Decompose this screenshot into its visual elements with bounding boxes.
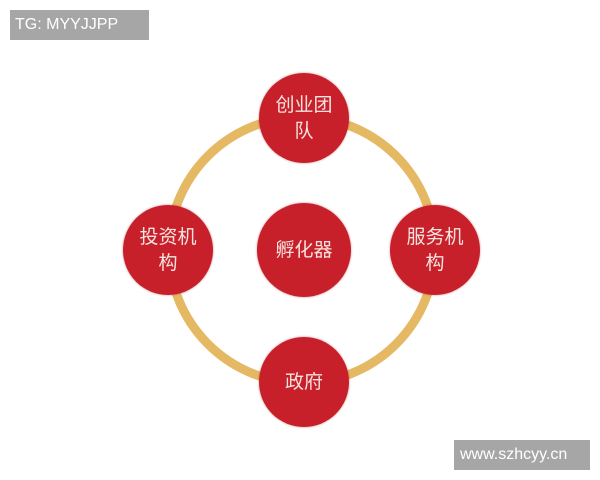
node-bottom: 政府 [259,337,349,427]
node-right-label: 服务机构 [406,226,464,274]
watermark-top-left: TG: MYYJJPP [10,10,149,40]
node-center: 孵化器 [257,203,351,297]
node-right: 服务机构 [390,205,480,295]
node-center-label: 孵化器 [275,239,333,261]
node-left-label: 投资机构 [139,226,197,274]
node-left: 投资机构 [123,205,213,295]
node-top: 创业团队 [259,73,349,163]
node-top-label: 创业团队 [275,94,333,142]
node-bottom-label: 政府 [284,371,323,393]
watermark-bottom-right: www.szhcyy.cn [454,440,590,470]
